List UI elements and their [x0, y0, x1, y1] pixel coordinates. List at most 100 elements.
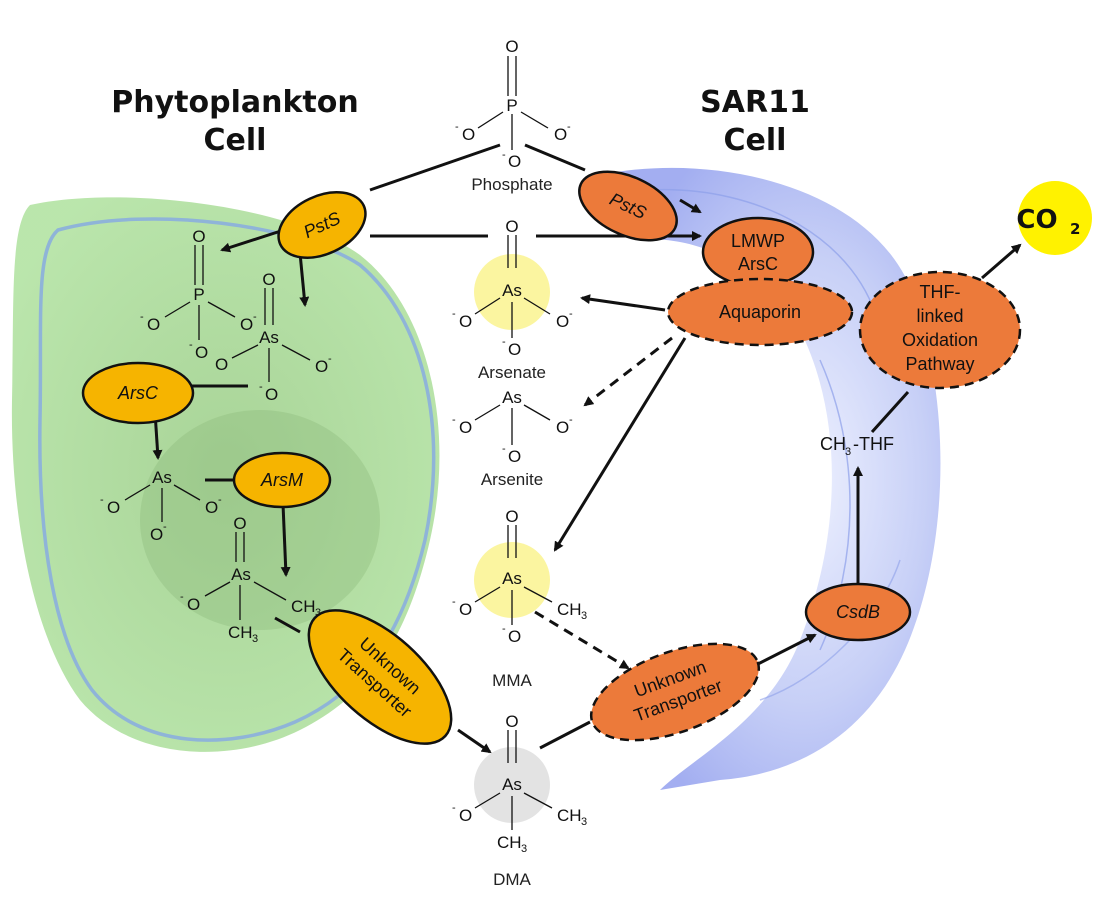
svg-text:Oxidation: Oxidation: [902, 330, 978, 350]
svg-text:3: 3: [252, 633, 258, 645]
svg-text:O: O: [505, 217, 518, 236]
svg-text:O: O: [508, 340, 521, 359]
phosphate-label: Phosphate: [471, 175, 552, 194]
svg-text:3: 3: [581, 816, 587, 828]
svg-text:O: O: [215, 355, 228, 374]
phytoplankton-title-line2: Cell: [204, 123, 267, 158]
svg-text:P: P: [193, 285, 204, 304]
svg-text:-: -: [455, 121, 459, 133]
svg-text:-: -: [502, 443, 506, 455]
svg-text:3: 3: [521, 843, 527, 855]
svg-text:CO: CO: [1016, 205, 1057, 235]
svg-text:CH: CH: [820, 434, 846, 454]
svg-text:-: -: [502, 623, 506, 635]
svg-text:O: O: [262, 270, 275, 289]
svg-text:Aquaporin: Aquaporin: [719, 302, 801, 322]
svg-text:O: O: [107, 498, 120, 517]
phosphate-molecule: O P -O O- -O Phosphate: [455, 37, 571, 194]
svg-text:-THF: -THF: [853, 434, 894, 454]
thf-oxidation-pathway-enzyme: THF- linked Oxidation Pathway: [858, 270, 1022, 390]
arsenite-molecule: As -O O- -O Arsenite: [452, 388, 573, 489]
phyto-arsenite-molecule: As -O O- O-: [100, 468, 222, 544]
svg-text:CH: CH: [557, 806, 582, 825]
sar11-title-line1: SAR11: [700, 85, 810, 120]
svg-text:-: -: [218, 494, 222, 506]
svg-text:2: 2: [1070, 220, 1080, 238]
svg-text:THF-: THF-: [920, 282, 961, 302]
svg-text:-: -: [259, 381, 263, 393]
svg-text:O: O: [195, 343, 208, 362]
svg-text:-: -: [140, 311, 144, 323]
svg-text:CH: CH: [497, 833, 522, 852]
svg-text:O: O: [265, 385, 278, 404]
svg-text:O: O: [459, 312, 472, 331]
svg-text:-: -: [189, 339, 193, 351]
svg-text:-: -: [180, 591, 184, 603]
svg-text:3: 3: [845, 446, 851, 458]
svg-text:O: O: [556, 418, 569, 437]
svg-text:CH: CH: [291, 597, 316, 616]
arsenite-label: Arsenite: [481, 470, 543, 489]
svg-text:O: O: [508, 447, 521, 466]
svg-text:O: O: [192, 227, 205, 246]
pathway-arrows: [152, 143, 1022, 754]
svg-text:As: As: [231, 565, 251, 584]
svg-text:As: As: [502, 775, 522, 794]
svg-text:-: -: [569, 308, 573, 320]
phyto-arsc-enzyme: ArsC: [81, 361, 195, 425]
svg-text:O: O: [240, 315, 253, 334]
svg-text:-: -: [452, 414, 456, 426]
svg-text:-: -: [452, 802, 456, 814]
phyto-arsenate-molecule: O As O O- -O: [215, 270, 332, 404]
arsenate-molecule: O As -O O- -O Arsenate: [452, 217, 573, 382]
svg-text:O: O: [205, 498, 218, 517]
sar-unknown-transporter-enzyme: Unknown Transporter: [589, 642, 761, 742]
svg-text:O: O: [459, 600, 472, 619]
co2-product: CO 2: [1016, 181, 1092, 255]
csdb-enzyme: CsdB: [804, 582, 912, 642]
ch3-thf-label: CH 3 -THF: [820, 434, 894, 458]
svg-text:O: O: [508, 627, 521, 646]
svg-text:-: -: [328, 353, 332, 365]
svg-text:O: O: [556, 312, 569, 331]
svg-text:Pathway: Pathway: [905, 354, 974, 374]
svg-text:O: O: [459, 806, 472, 825]
aquaporin-enzyme: Aquaporin: [666, 277, 854, 347]
svg-text:As: As: [502, 388, 522, 407]
svg-text:3: 3: [315, 607, 321, 619]
svg-text:As: As: [152, 468, 172, 487]
svg-text:-: -: [502, 149, 506, 161]
svg-text:O: O: [233, 514, 246, 533]
dma-highlight: [474, 747, 550, 823]
svg-text:CH: CH: [557, 600, 582, 619]
svg-text:O: O: [505, 712, 518, 731]
svg-text:As: As: [259, 328, 279, 347]
svg-text:-: -: [567, 121, 571, 133]
svg-text:O: O: [459, 418, 472, 437]
svg-text:O: O: [462, 125, 475, 144]
svg-text:-: -: [452, 596, 456, 608]
svg-text:ArsC: ArsC: [117, 383, 159, 403]
svg-text:ArsM: ArsM: [260, 470, 303, 490]
svg-text:ArsC: ArsC: [738, 254, 778, 274]
svg-text:LMWP: LMWP: [731, 231, 785, 251]
svg-text:CH: CH: [228, 623, 253, 642]
svg-text:O: O: [505, 507, 518, 526]
svg-text:linked: linked: [916, 306, 963, 326]
svg-text:P: P: [506, 96, 517, 115]
mma-label: MMA: [492, 671, 532, 690]
svg-text:CsdB: CsdB: [836, 602, 880, 622]
dma-label: DMA: [493, 870, 531, 889]
svg-text:3: 3: [581, 610, 587, 622]
phytoplankton-title-line1: Phytoplankton: [111, 85, 358, 120]
sar-psts-enzyme: PstS: [578, 170, 678, 242]
sar11-title-line2: Cell: [724, 123, 787, 158]
svg-text:O: O: [554, 125, 567, 144]
svg-text:-: -: [100, 494, 104, 506]
svg-text:-: -: [502, 336, 506, 348]
svg-text:-: -: [569, 414, 573, 426]
svg-text:O: O: [147, 315, 160, 334]
